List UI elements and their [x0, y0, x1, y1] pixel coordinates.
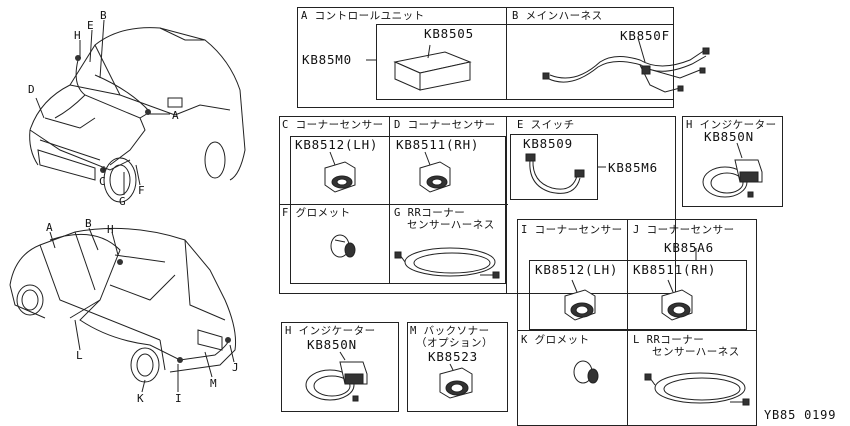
- callout-rear-j: J: [232, 361, 239, 374]
- title-a: A コントロールユニット: [301, 10, 425, 22]
- box-m: [407, 322, 508, 412]
- corner-sensor-j-drawing: [661, 279, 693, 321]
- title-g-2: センサーハーネス: [407, 219, 495, 231]
- box-h-bottom: [281, 322, 399, 412]
- callout-front-g: G: [119, 195, 126, 208]
- part-kb8512-i: KB8512(LH): [535, 262, 619, 277]
- box-cdefg: [279, 116, 676, 294]
- box-ij-inner: [529, 260, 747, 330]
- part-kb8512-c: KB8512(LH): [295, 137, 379, 152]
- title-m-2: （オプション）: [416, 337, 493, 349]
- corner-sensor-i-drawing: [564, 279, 596, 321]
- figure-id: YB85 0199: [764, 408, 837, 422]
- title-h-bottom: H インジケーター: [285, 325, 376, 337]
- grommet-f-drawing: [330, 234, 356, 258]
- rr-harness-g-drawing: [394, 247, 500, 279]
- control-unit-drawing: [393, 44, 472, 91]
- callout-rear-i: I: [175, 392, 182, 405]
- title-e: E スイッチ: [517, 119, 575, 131]
- callout-front-h: H: [74, 29, 81, 42]
- part-kb8523: KB8523: [428, 349, 478, 364]
- divider-kl: [517, 330, 757, 331]
- front-car-drawing: [29, 19, 246, 203]
- callout-rear-m: M: [210, 377, 217, 390]
- rr-harness-l-drawing: [644, 372, 750, 406]
- kit-kb85a6: KB85A6: [664, 240, 714, 255]
- box-ab-inner: [376, 24, 674, 100]
- title-j: J コーナーセンサー: [633, 224, 735, 236]
- title-c: C コーナーセンサー: [282, 119, 384, 131]
- title-m: M バックソナー: [410, 325, 490, 337]
- box-cdefg-inner: [290, 136, 506, 284]
- title-l: L RRコーナー: [633, 334, 705, 346]
- part-kb8511-d: KB8511(RH): [396, 137, 480, 152]
- part-kb8509: KB8509: [523, 136, 573, 151]
- part-kb850n-right: KB850N: [704, 129, 754, 144]
- grommet-k-drawing: [573, 360, 599, 384]
- divider-ij: [627, 219, 628, 426]
- title-k: K グロメット: [521, 334, 590, 346]
- back-sonar-drawing: [439, 363, 473, 399]
- title-i: I コーナーセンサー: [521, 224, 623, 236]
- divider-row-fg: [279, 204, 508, 205]
- kit-kb85m6: KB85M6: [608, 160, 658, 175]
- callout-front-c: C: [99, 175, 106, 188]
- indicator-right-drawing: [702, 142, 763, 198]
- box-h-right: [682, 116, 783, 207]
- callout-front-e: E: [87, 19, 94, 32]
- title-l-2: センサーハーネス: [652, 346, 740, 358]
- title-g: G RRコーナー: [394, 207, 466, 219]
- main-harness-drawing: [542, 37, 710, 93]
- title-f: F グロメット: [282, 207, 351, 219]
- callout-rear-a: A: [46, 221, 53, 234]
- title-h-right: H インジケーター: [686, 119, 777, 131]
- title-b: B メインハーネス: [512, 10, 603, 22]
- kit-kb85m0: KB85M0: [302, 52, 352, 67]
- part-kb8511-j: KB8511(RH): [633, 262, 717, 277]
- part-kb8505: KB8505: [424, 26, 474, 41]
- callout-front-b: B: [100, 9, 107, 22]
- divider-cd: [389, 116, 390, 284]
- callout-rear-b: B: [85, 217, 92, 230]
- callout-rear-l: L: [76, 349, 83, 362]
- divider-de: [506, 116, 507, 294]
- corner-sensor-d-drawing: [419, 151, 451, 193]
- callout-rear-k: K: [137, 392, 144, 405]
- callout-front-d: D: [28, 83, 35, 96]
- part-kb850f: KB850F: [620, 28, 670, 43]
- switch-drawing: [525, 153, 585, 194]
- corner-sensor-c-drawing: [324, 151, 356, 193]
- indicator-bottom-drawing: [305, 351, 368, 402]
- title-d: D コーナーセンサー: [394, 119, 496, 131]
- callout-front-a: A: [172, 109, 179, 122]
- callout-front-f: F: [138, 184, 145, 197]
- divider-ab: [506, 7, 507, 100]
- part-kb850n-bottom: KB850N: [307, 337, 357, 352]
- callout-rear-h: H: [107, 223, 114, 236]
- rear-car-drawing: [9, 227, 236, 393]
